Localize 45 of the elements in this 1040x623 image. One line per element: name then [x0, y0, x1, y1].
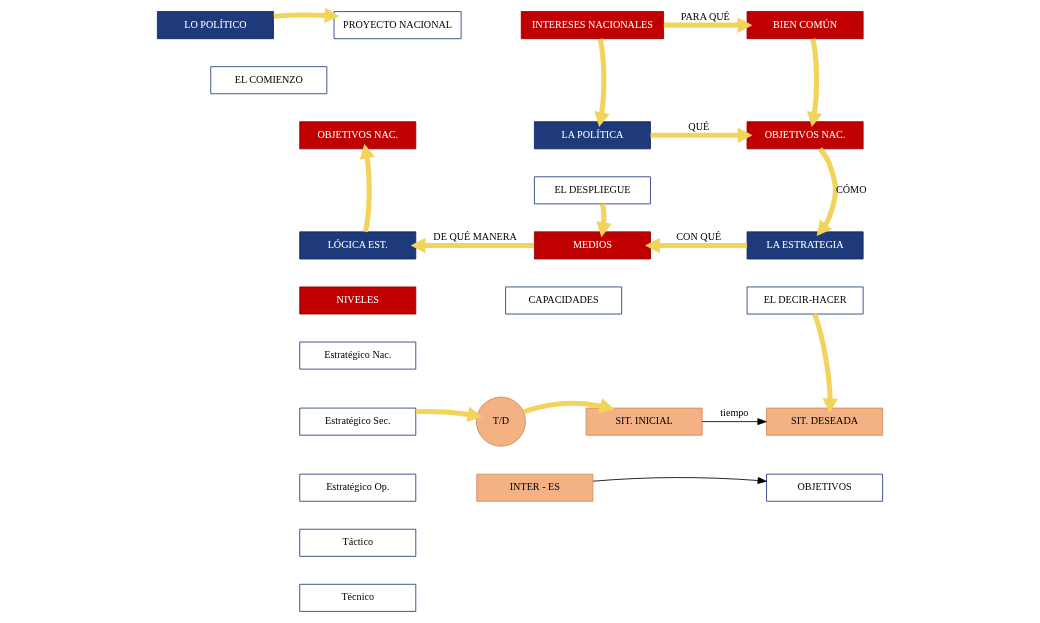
edge-label: CON QUÉ	[676, 230, 722, 242]
node-box: INTERESES NACIONALES	[520, 11, 665, 40]
node-box: EL COMIENZO	[210, 66, 328, 95]
node-box: Técnico	[299, 583, 417, 612]
edge-label: PARA QUÉ	[680, 10, 730, 22]
node-box: EL DESPLIEGUE	[533, 176, 651, 205]
arrow	[663, 17, 753, 33]
node-box: BIEN COMÚN	[746, 11, 864, 40]
node-box: PROYECTO NACIONAL	[333, 11, 462, 40]
edge-label: tiempo	[720, 407, 749, 419]
arrow	[650, 127, 753, 144]
arrow	[359, 143, 375, 233]
arrow	[812, 313, 838, 414]
arrow	[701, 418, 767, 426]
node-box: NIVELES	[299, 286, 417, 315]
node-box: MEDIOS	[533, 231, 651, 260]
node-box: LO POLÍTICO	[156, 11, 274, 40]
node-box: SIT. INICIAL	[585, 407, 703, 436]
arrow	[816, 147, 838, 236]
node-box: LA ESTRATEGIA	[746, 231, 864, 260]
arrow	[592, 477, 767, 484]
node-box: OBJETIVOS NAC.	[299, 121, 417, 150]
node-box: Estratégico Op.	[299, 473, 417, 502]
arrow	[594, 38, 610, 127]
node-box: OBJETIVOS	[766, 473, 884, 502]
node-box: EL DECIR-HACER	[746, 286, 864, 315]
arrow	[273, 8, 340, 24]
arrow	[596, 203, 612, 238]
node-box: SIT. DESEADA	[766, 407, 884, 436]
node-box: Táctico	[299, 528, 417, 557]
node-box: LA POLÍTICA	[533, 121, 651, 150]
node-box: Estratégico Sec.	[299, 407, 417, 436]
arrow	[807, 38, 823, 127]
edge-label: QUÉ	[688, 120, 710, 132]
edge-label: DE QUÉ MANERA	[433, 230, 517, 242]
node-box: CAPACIDADES	[505, 286, 623, 315]
arrow	[645, 237, 748, 254]
arrow	[410, 237, 534, 254]
node-box: OBJETIVOS NAC.	[746, 121, 864, 150]
arrow	[522, 398, 615, 415]
arrow	[415, 406, 483, 422]
node-circle: T/D	[475, 396, 526, 447]
node-box: LÓGICA EST.	[299, 231, 417, 260]
node-box: Estratégico Nac.	[299, 341, 417, 370]
node-box: INTER - ES	[476, 473, 594, 502]
